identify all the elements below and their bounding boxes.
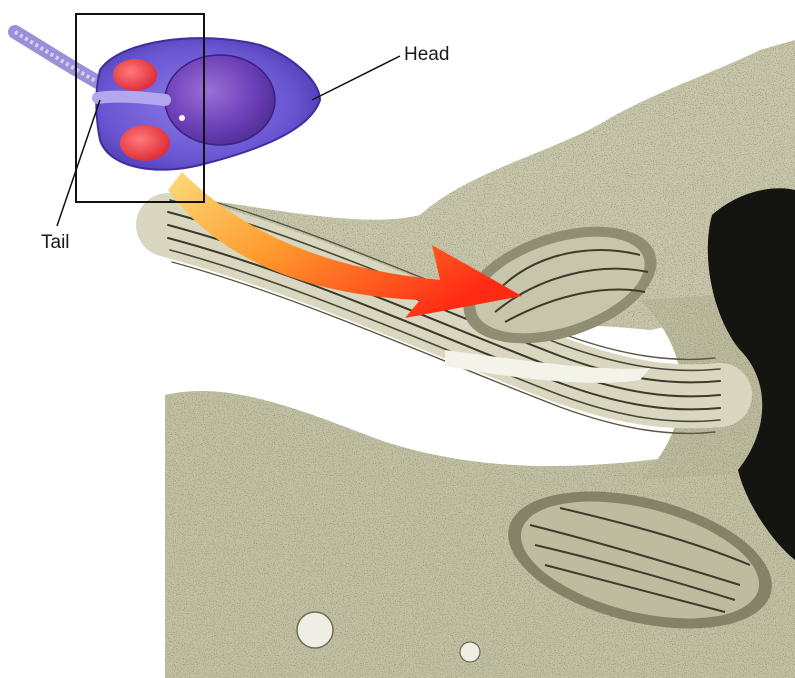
mitochondrion-icon-lower <box>120 125 170 161</box>
nucleus-illustration <box>165 55 275 145</box>
tail-leader-line <box>57 100 100 226</box>
head-leader-line <box>312 56 400 100</box>
head-label: Head <box>404 44 449 66</box>
tail-label: Tail <box>41 232 70 254</box>
mitochondrion-icon-upper <box>113 59 157 91</box>
sperm-illustration <box>15 32 320 170</box>
connecting-piece <box>98 97 165 100</box>
